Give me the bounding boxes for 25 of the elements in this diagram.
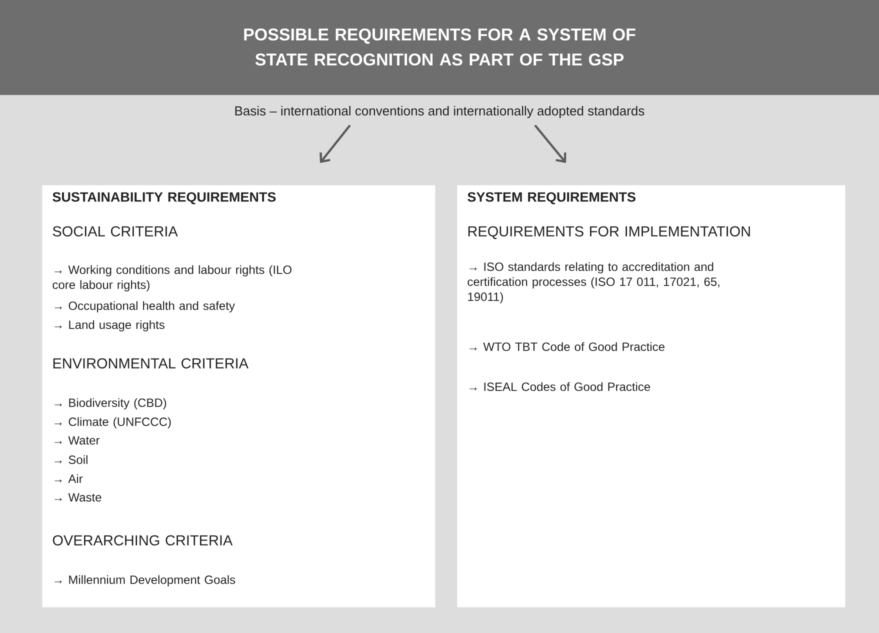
arrow (534, 124, 566, 163)
list-item: → Occupational health and safety (54, 301, 235, 312)
list-item: → Waste (54, 493, 102, 502)
list-item: → WTO TBT Code of Good Practice (470, 342, 664, 351)
requirements-box (457, 185, 846, 608)
section-heading: SOCIAL CRITERIA (52, 226, 178, 236)
list-item: → Water (54, 436, 100, 445)
section-heading: OVERARCHING CRITERIA (52, 535, 233, 546)
list-item: → Climate (UNFCCC) (54, 417, 171, 428)
section-heading: REQUIREMENTS FOR IMPLEMENTATION (468, 226, 750, 240)
list-item: → Biodiversity (CBD) (54, 398, 166, 410)
list-item: → ISEAL Codes of Good Practice (470, 382, 650, 391)
list-item: → ISO standards relating to accreditation and certification processes (ISO 17 011, 17021, 65, 19011) (468, 262, 720, 304)
basis-text: Basis – international conventions and internationally adopted standards (235, 106, 644, 118)
list-item: → Land usage rights (54, 320, 164, 332)
list-item: → Working conditions and labour rights (ILO core labour rights) (52, 265, 292, 292)
requirements-box (42, 185, 436, 608)
section-heading: ENVIRONMENTAL CRITERIA (53, 358, 248, 368)
list-item: → Soil (54, 455, 88, 464)
list-item: → Air (54, 474, 83, 483)
arrow (320, 124, 351, 163)
box-heading: SYSTEM REQUIREMENTS (468, 192, 636, 204)
box-heading: SUSTAINABILITY REQUIREMENTS (52, 192, 276, 204)
title-banner: POSSIBLE REQUIREMENTS FOR A SYSTEM OF STATE RECOGNITION AS PART OF THE GSP (0, 0, 879, 95)
list-item: → Millennium Development Goals (54, 575, 236, 586)
